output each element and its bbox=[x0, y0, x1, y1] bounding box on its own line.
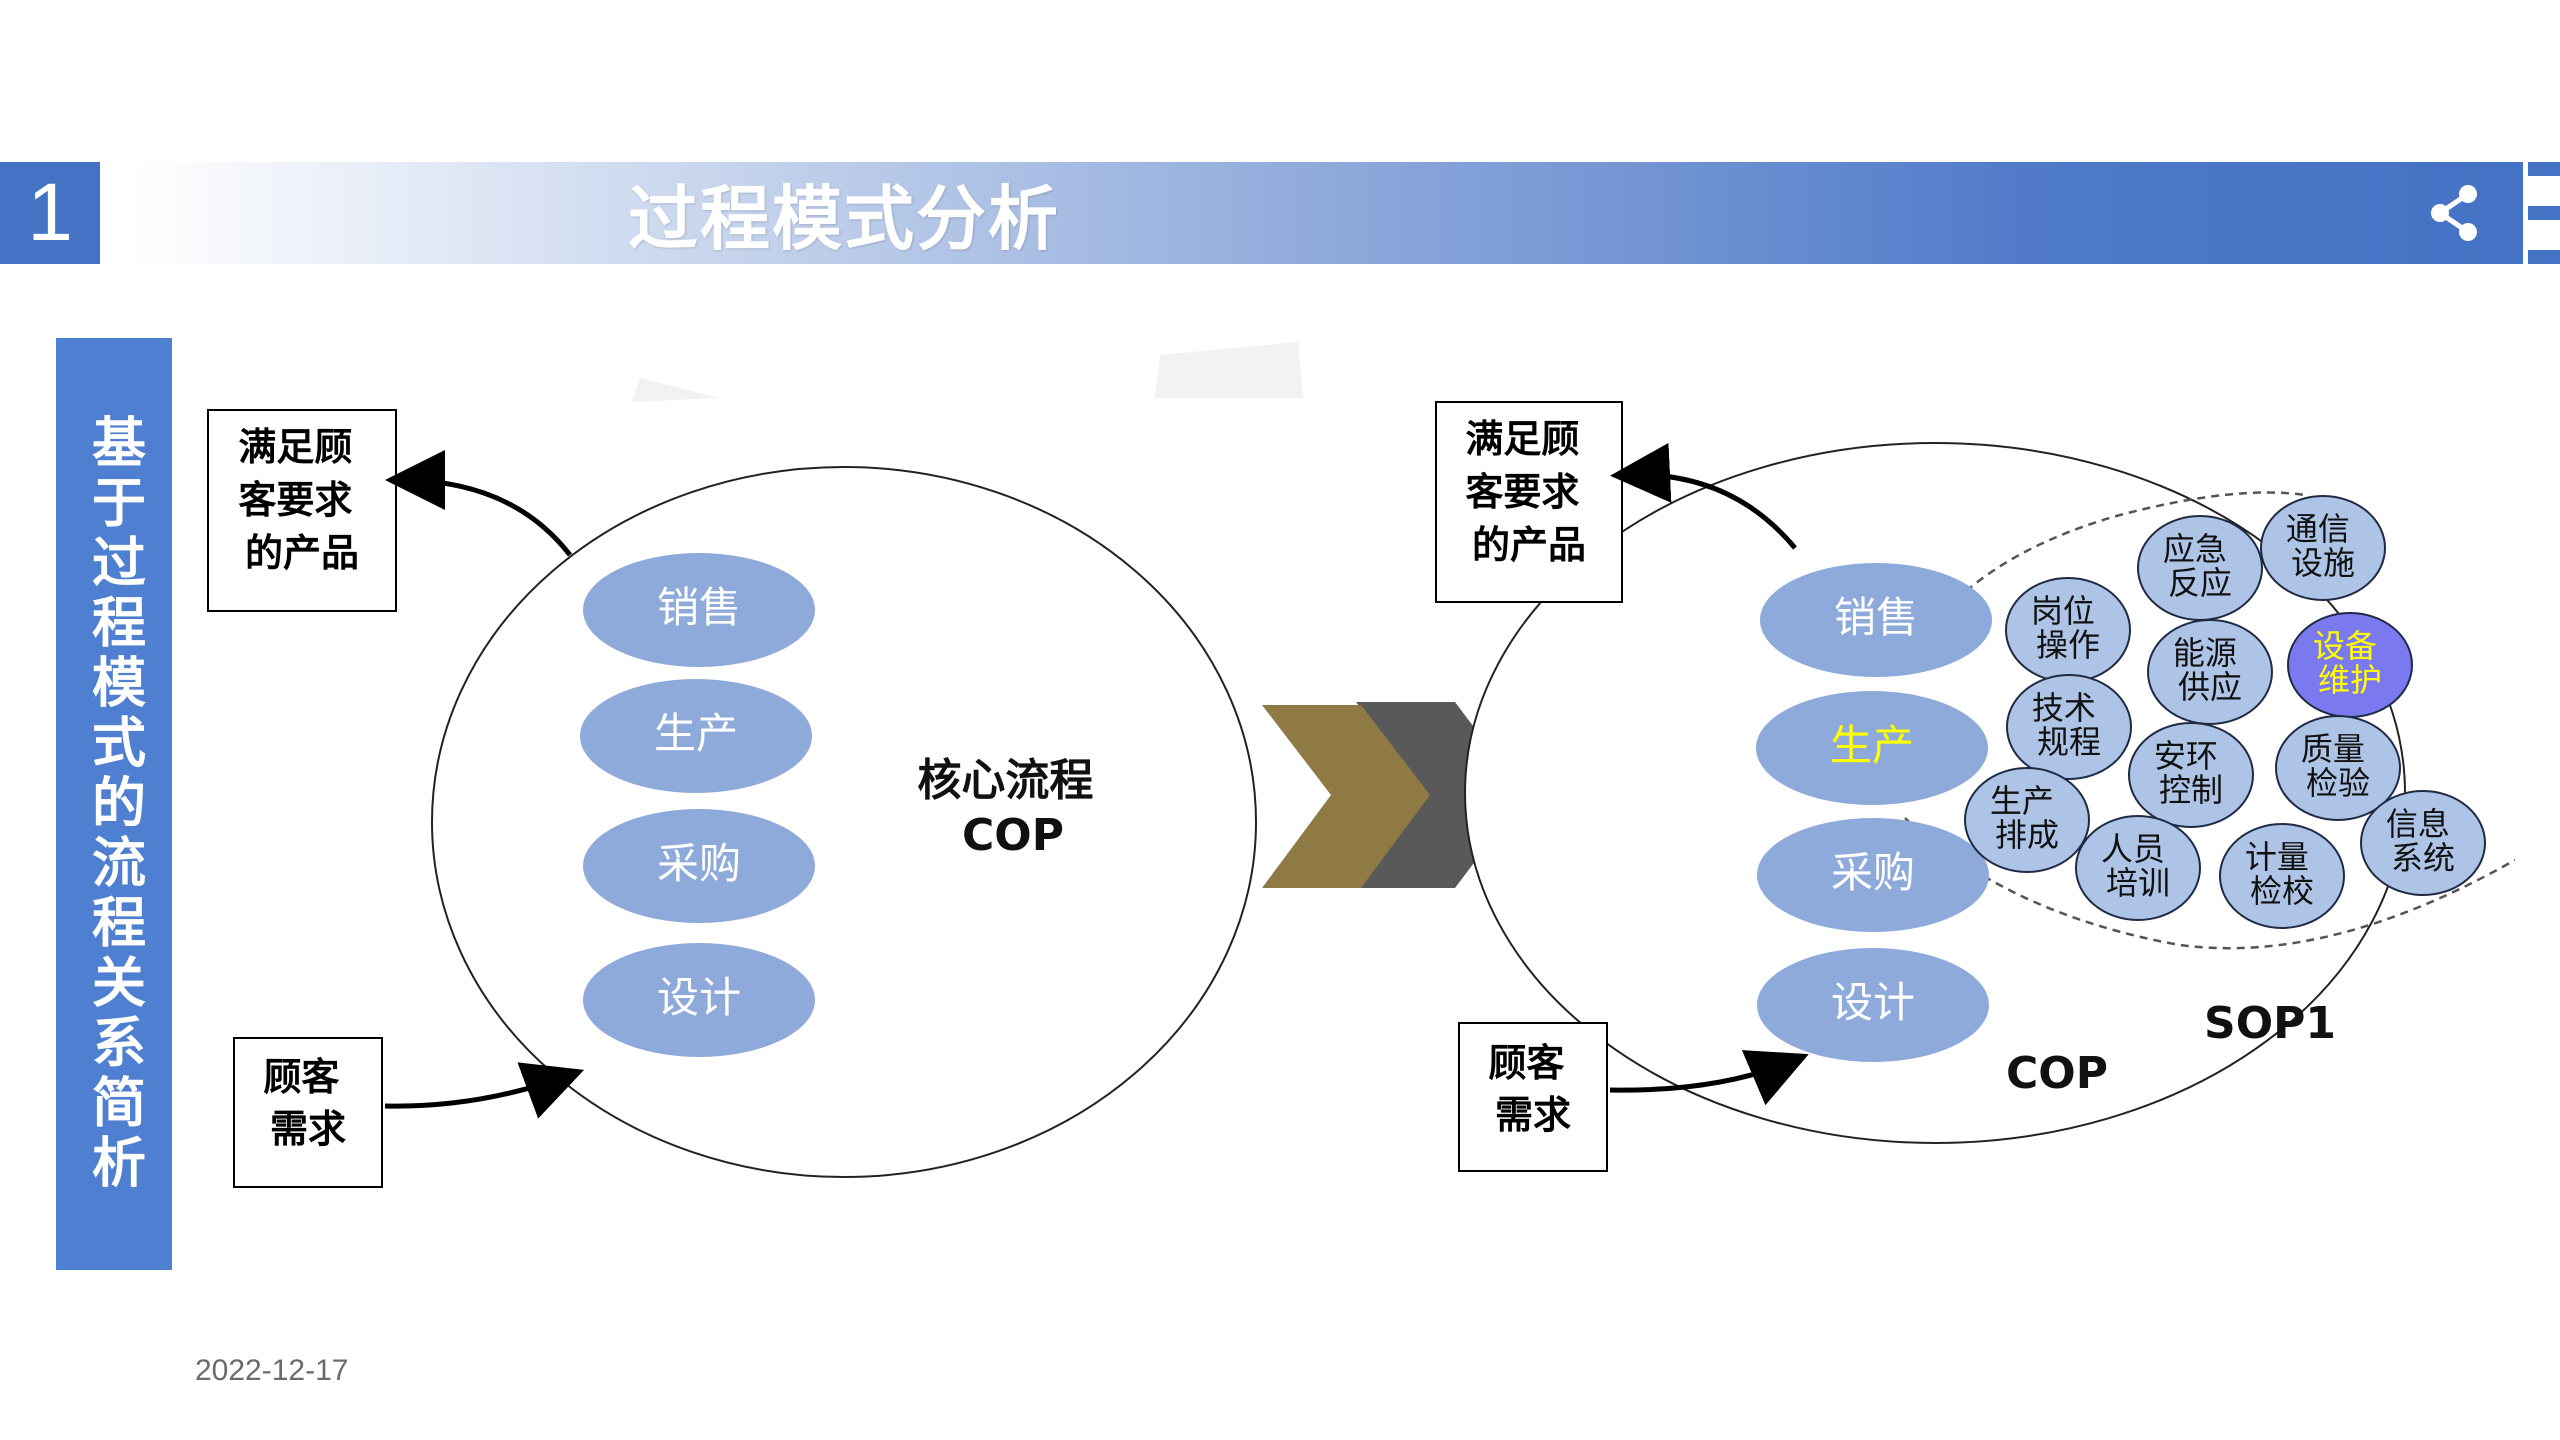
left-ellipse-purchasing bbox=[583, 809, 815, 923]
left-ellipse-production-label: 生产 bbox=[654, 709, 738, 758]
right-ellipse-sales-label: 销售 bbox=[1834, 593, 1918, 642]
faint-shape bbox=[632, 378, 720, 402]
left-ellipse-purchasing-label: 采购 bbox=[657, 839, 741, 888]
sop-bubble-label: 安环 控制 bbox=[2154, 737, 2228, 809]
left-process-ellipses: 销售 生产 采购 设计 bbox=[580, 553, 815, 1057]
right-ellipse-sales bbox=[1760, 563, 1992, 677]
side-bar: 基于过程模式的流程关系简析 bbox=[56, 338, 172, 1270]
right-ellipse-production-label: 生产 bbox=[1830, 721, 1914, 770]
page-title: 过程模式分析 bbox=[628, 177, 1060, 260]
left-center-label: 核心流程 COP bbox=[917, 755, 1108, 861]
right-sop-label: SOP1 bbox=[2204, 998, 2336, 1049]
sop-bubble bbox=[2075, 815, 2201, 921]
sop-bubble bbox=[2219, 823, 2345, 929]
left-ellipse-sales bbox=[583, 553, 815, 667]
sop-bubble-label: 人员 培训 bbox=[2101, 830, 2175, 902]
sop-bubble-label-highlight: 设备 维护 bbox=[2313, 627, 2387, 699]
section-number: 1 bbox=[0, 162, 100, 264]
left-ellipse-production bbox=[580, 679, 812, 793]
sop-bubble bbox=[2275, 715, 2401, 821]
sop-bubble bbox=[2360, 790, 2486, 896]
sop-bubble bbox=[2260, 495, 2386, 601]
sop-bubble bbox=[2147, 619, 2273, 725]
edge-marks bbox=[2528, 162, 2560, 264]
left-diagram: 满足顾 客要求 的产品 顾客 需求 销售 生产 采购 设计 核心流程 COP bbox=[207, 409, 1257, 1188]
right-output-arrow bbox=[1610, 442, 1797, 550]
right-cop-label: COP bbox=[2006, 1048, 2108, 1099]
right-ellipse-design bbox=[1757, 948, 1989, 1062]
share-icon[interactable] bbox=[2420, 178, 2490, 248]
footer-date: 2022-12-17 bbox=[195, 1354, 349, 1387]
sop-bubble-label: 通信 设施 bbox=[2286, 510, 2360, 582]
sop-bubble bbox=[2128, 722, 2254, 828]
sop-bubble-label: 能源 供应 bbox=[2173, 634, 2247, 706]
left-demand-box bbox=[233, 1037, 383, 1188]
sop-bubble-label: 信息 系统 bbox=[2386, 805, 2460, 877]
sop-bubble-label: 计量 检校 bbox=[2245, 838, 2319, 910]
sop-bubble-label: 质量 检验 bbox=[2301, 730, 2375, 802]
left-product-box bbox=[207, 409, 397, 612]
sop-bubble-label: 技术 规程 bbox=[2032, 689, 2106, 761]
right-demand-box bbox=[1458, 1022, 1608, 1172]
sop-bubble bbox=[1964, 767, 2090, 873]
right-product-box bbox=[1435, 401, 1623, 603]
faint-shape bbox=[1155, 342, 1303, 398]
left-ellipse-design bbox=[583, 943, 815, 1057]
sop-bubble-label: 生产 排成 bbox=[1990, 782, 2064, 854]
left-input-arrow bbox=[384, 1062, 585, 1119]
sop-bubble bbox=[2006, 674, 2132, 780]
sop-bubble-label: 岗位 操作 bbox=[2031, 592, 2105, 664]
gold-chevron bbox=[1262, 705, 1430, 888]
left-ellipse-sales-label: 销售 bbox=[657, 583, 741, 632]
right-diagram: 满足顾 客要求 的产品 顾客 需求 销售 生产 采购 设计 应急 反应 bbox=[1435, 401, 2516, 1172]
sop-bubble-label: 应急 反应 bbox=[2163, 530, 2237, 602]
title-bar bbox=[128, 162, 2523, 264]
right-ellipse-production bbox=[1756, 691, 1988, 805]
left-ellipse-design-label: 设计 bbox=[657, 973, 741, 1022]
right-input-arrow bbox=[1609, 1050, 1809, 1106]
right-ellipse-purchasing-label: 采购 bbox=[1831, 848, 1915, 897]
right-product-text: 满足顾 客要求 的产品 bbox=[1465, 417, 1592, 567]
left-product-text: 满足顾 客要求 的产品 bbox=[238, 425, 365, 575]
sop-boundary-bottom bbox=[1904, 817, 2516, 950]
right-ellipse-design-label: 设计 bbox=[1831, 978, 1915, 1027]
left-demand-text: 顾客 需求 bbox=[263, 1055, 352, 1151]
sop-bubbles: 应急 反应 通信 设施 岗位 操作 能源 供应 bbox=[1964, 495, 2486, 929]
right-ellipse-purchasing bbox=[1757, 818, 1989, 932]
left-core-circle bbox=[431, 466, 1257, 1178]
left-output-arrow bbox=[385, 450, 572, 557]
right-demand-text: 顾客 需求 bbox=[1488, 1041, 1577, 1137]
right-process-ellipses: 销售 生产 采购 设计 bbox=[1756, 563, 1992, 1062]
side-title: 基于过程模式的流程关系简析 bbox=[82, 414, 146, 1194]
